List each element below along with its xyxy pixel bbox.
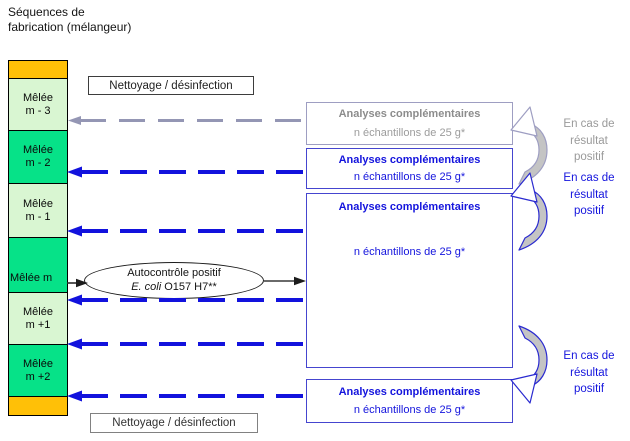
autocontrol-ellipse: Autocontrôle positif E. coli O157 H7**: [84, 262, 264, 299]
swoosh-arrow-blue-up: [510, 172, 548, 251]
block-label: m - 1: [25, 210, 51, 223]
analysis-subtitle: n échantillons de 25 g*: [353, 246, 466, 258]
sequence-block-cleaning-top: [8, 60, 68, 79]
analysis-title: Analyses complémentaires: [338, 153, 481, 166]
label-line: En cas de: [563, 350, 615, 362]
swoosh-arrow-blue-down: [510, 325, 548, 404]
analysis-title: Analyses complémentaires: [338, 201, 481, 213]
sequence-block-m-plus-2: Mêlée m +2: [8, 344, 68, 397]
page-title: Séquences de fabrication (mélangeur): [8, 5, 131, 35]
sequence-block-m-minus-1: Mêlée m - 1: [8, 183, 68, 238]
positive-result-label-1: En cas de résultat positif: [549, 116, 629, 166]
block-label: m - 2: [25, 157, 51, 169]
block-label: Mêlée: [23, 197, 53, 210]
autocontrol-line1: Autocontrôle positif: [127, 267, 221, 279]
block-label: m - 3: [25, 104, 51, 117]
dashed-arrow-gray-m-minus-3: [68, 116, 306, 125]
swoosh-arrow-gray: [510, 106, 548, 185]
label-line: positif: [573, 205, 605, 217]
flow-arrow-to-analysis-box: [264, 276, 306, 286]
analysis-subtitle: n échantillons de 25 g*: [353, 171, 466, 184]
block-label: m +2: [25, 370, 51, 383]
dashed-arrow-blue-m-minus-1: [67, 225, 306, 237]
block-label: Mêlée: [23, 357, 53, 370]
label-line: positif: [573, 383, 605, 395]
analysis-title: Analyses complémentaires: [338, 108, 481, 121]
positive-result-label-2: En cas de résultat positif: [549, 170, 629, 220]
block-label: Mêlée: [23, 305, 53, 318]
label-line: En cas de: [563, 118, 615, 130]
positive-result-label-3: En cas de résultat positif: [549, 348, 629, 398]
sequence-block-m: Mêlée m: [8, 237, 68, 293]
label-line: résultat: [570, 188, 608, 201]
page-title-line2: fabrication (mélangeur): [8, 20, 132, 34]
autocontrol-line2: E. coli O157 H7**: [131, 281, 217, 295]
analysis-box-2: Analyses complémentaires n échantillons …: [306, 148, 513, 189]
sequence-block-cleaning-bottom: [8, 396, 68, 416]
page-title-line1: Séquences de: [8, 5, 85, 19]
dashed-arrow-blue-bottom: [67, 390, 306, 402]
block-label: Mêlée: [23, 91, 53, 104]
analysis-box-3: Analyses complémentaires n échantillons …: [306, 193, 513, 368]
label-line: En cas de: [563, 172, 615, 184]
cleaning-box-top: Nettoyage / désinfection: [88, 76, 254, 95]
species-name: E. coli: [131, 280, 162, 293]
cleaning-label: Nettoyage / désinfection: [112, 417, 236, 429]
strain-name: O157 H7**: [161, 280, 217, 293]
analysis-box-1: Analyses complémentaires n échantillons …: [306, 102, 513, 145]
label-line: positif: [573, 151, 605, 163]
cleaning-label: Nettoyage / désinfection: [109, 79, 233, 92]
cleaning-box-bottom: Nettoyage / désinfection: [90, 413, 258, 433]
analysis-subtitle: n échantillons de 25 g*: [353, 404, 466, 417]
sequence-block-m-plus-1: Mêlée m +1: [8, 292, 68, 345]
analysis-box-4: Analyses complémentaires n échantillons …: [306, 379, 513, 423]
label-line: résultat: [570, 134, 608, 147]
sequence-block-m-minus-2: Mêlée m - 2: [8, 130, 68, 184]
block-label: Mêlée: [23, 144, 53, 156]
label-line: résultat: [570, 366, 608, 379]
analysis-subtitle: n échantillons de 25 g*: [353, 126, 466, 139]
dashed-arrow-blue-m-plus-2: [67, 338, 306, 350]
block-label: m +1: [25, 318, 51, 331]
analysis-title: Analyses complémentaires: [338, 385, 481, 398]
sequence-block-m-minus-3: Mêlée m - 3: [8, 78, 68, 131]
dashed-arrow-blue-m-minus-2: [67, 166, 306, 178]
block-label: Mêlée m: [10, 272, 53, 284]
